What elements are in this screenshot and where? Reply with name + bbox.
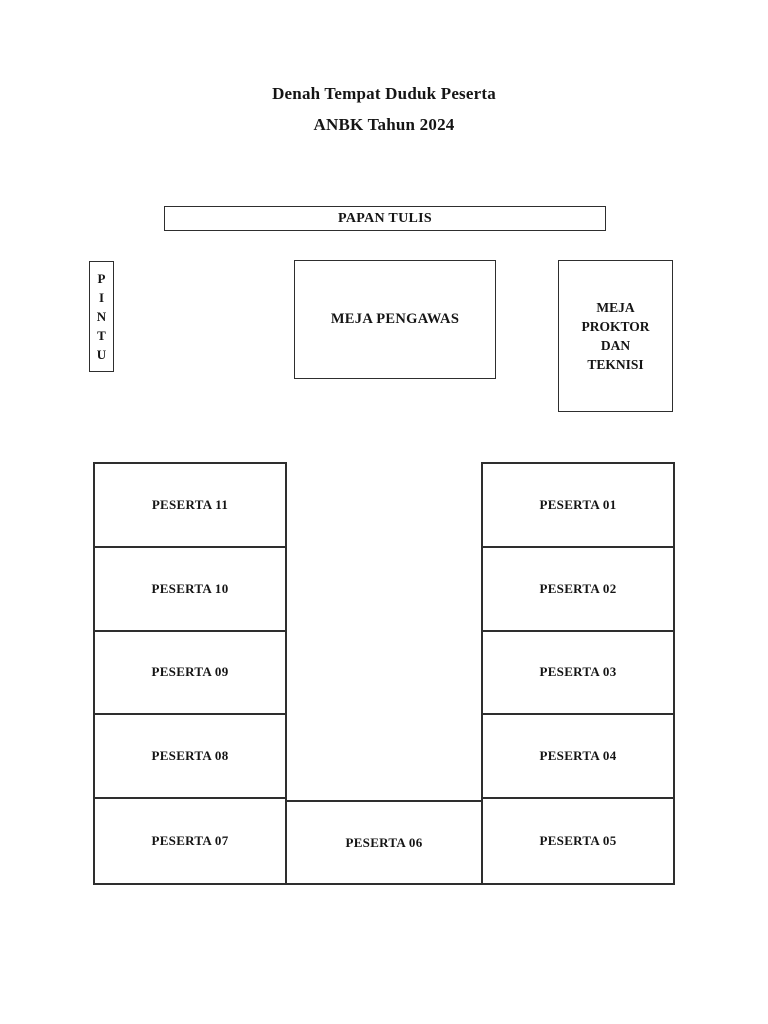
seat-label: PESERTA 11 — [151, 496, 229, 512]
seat-label: PESERTA 08 — [151, 748, 229, 764]
supervisor-desk-box: MEJA PENGAWAS — [294, 260, 496, 379]
seat-peserta-02: PESERTA 02 — [483, 548, 673, 632]
seat-label: PESERTA 03 — [539, 664, 617, 680]
seat-label: PESERTA 10 — [151, 580, 229, 596]
seat-peserta-03: PESERTA 03 — [483, 632, 673, 716]
proctor-desk-line: TEKNISI — [587, 357, 644, 372]
whiteboard-label: PAPAN TULIS — [338, 210, 432, 226]
seat-peserta-08: PESERTA 08 — [95, 715, 285, 800]
seat-peserta-04: PESERTA 04 — [483, 715, 673, 800]
seat-label: PESERTA 01 — [539, 496, 617, 512]
proctor-desk-label: MEJA PROKTOR DAN TEKNISI — [581, 298, 649, 374]
seat-peserta-09: PESERTA 09 — [95, 632, 285, 716]
door-letter: N — [96, 309, 107, 324]
door-letter: P — [97, 271, 106, 286]
proctor-desk-line: DAN — [600, 338, 631, 353]
seat-label: PESERTA 09 — [151, 664, 229, 680]
seat-column-right: PESERTA 01 PESERTA 02 PESERTA 03 PESERTA… — [481, 462, 675, 885]
seat-label: PESERTA 02 — [539, 580, 617, 596]
seat-column-left: PESERTA 11 PESERTA 10 PESERTA 09 PESERTA… — [93, 462, 287, 885]
seat-label: PESERTA 05 — [539, 833, 617, 849]
supervisor-desk-label: MEJA PENGAWAS — [330, 311, 460, 327]
proctor-desk-line: MEJA — [596, 300, 635, 315]
seat-label: PESERTA 07 — [151, 833, 229, 849]
seat-peserta-06: PESERTA 06 — [287, 800, 481, 885]
door-letter: T — [97, 328, 106, 343]
door-box: P I N T U — [89, 261, 114, 372]
proctor-desk-box: MEJA PROKTOR DAN TEKNISI — [558, 260, 673, 412]
door-letter: I — [98, 290, 105, 305]
page-title: Denah Tempat Duduk Peserta — [272, 84, 496, 103]
whiteboard-box: PAPAN TULIS — [164, 206, 606, 231]
seat-peserta-05: PESERTA 05 — [483, 799, 673, 883]
seat-peserta-11: PESERTA 11 — [95, 464, 285, 548]
seat-peserta-10: PESERTA 10 — [95, 548, 285, 632]
proctor-desk-line: PROKTOR — [581, 319, 650, 334]
seat-label: PESERTA 06 — [345, 834, 423, 850]
seat-peserta-07: PESERTA 07 — [95, 799, 285, 883]
page-subtitle: ANBK Tahun 2024 — [313, 115, 455, 134]
seat-label: PESERTA 04 — [539, 748, 617, 764]
door-label: P I N T U — [97, 269, 106, 364]
seat-peserta-01: PESERTA 01 — [483, 464, 673, 548]
door-letter: U — [96, 347, 107, 362]
